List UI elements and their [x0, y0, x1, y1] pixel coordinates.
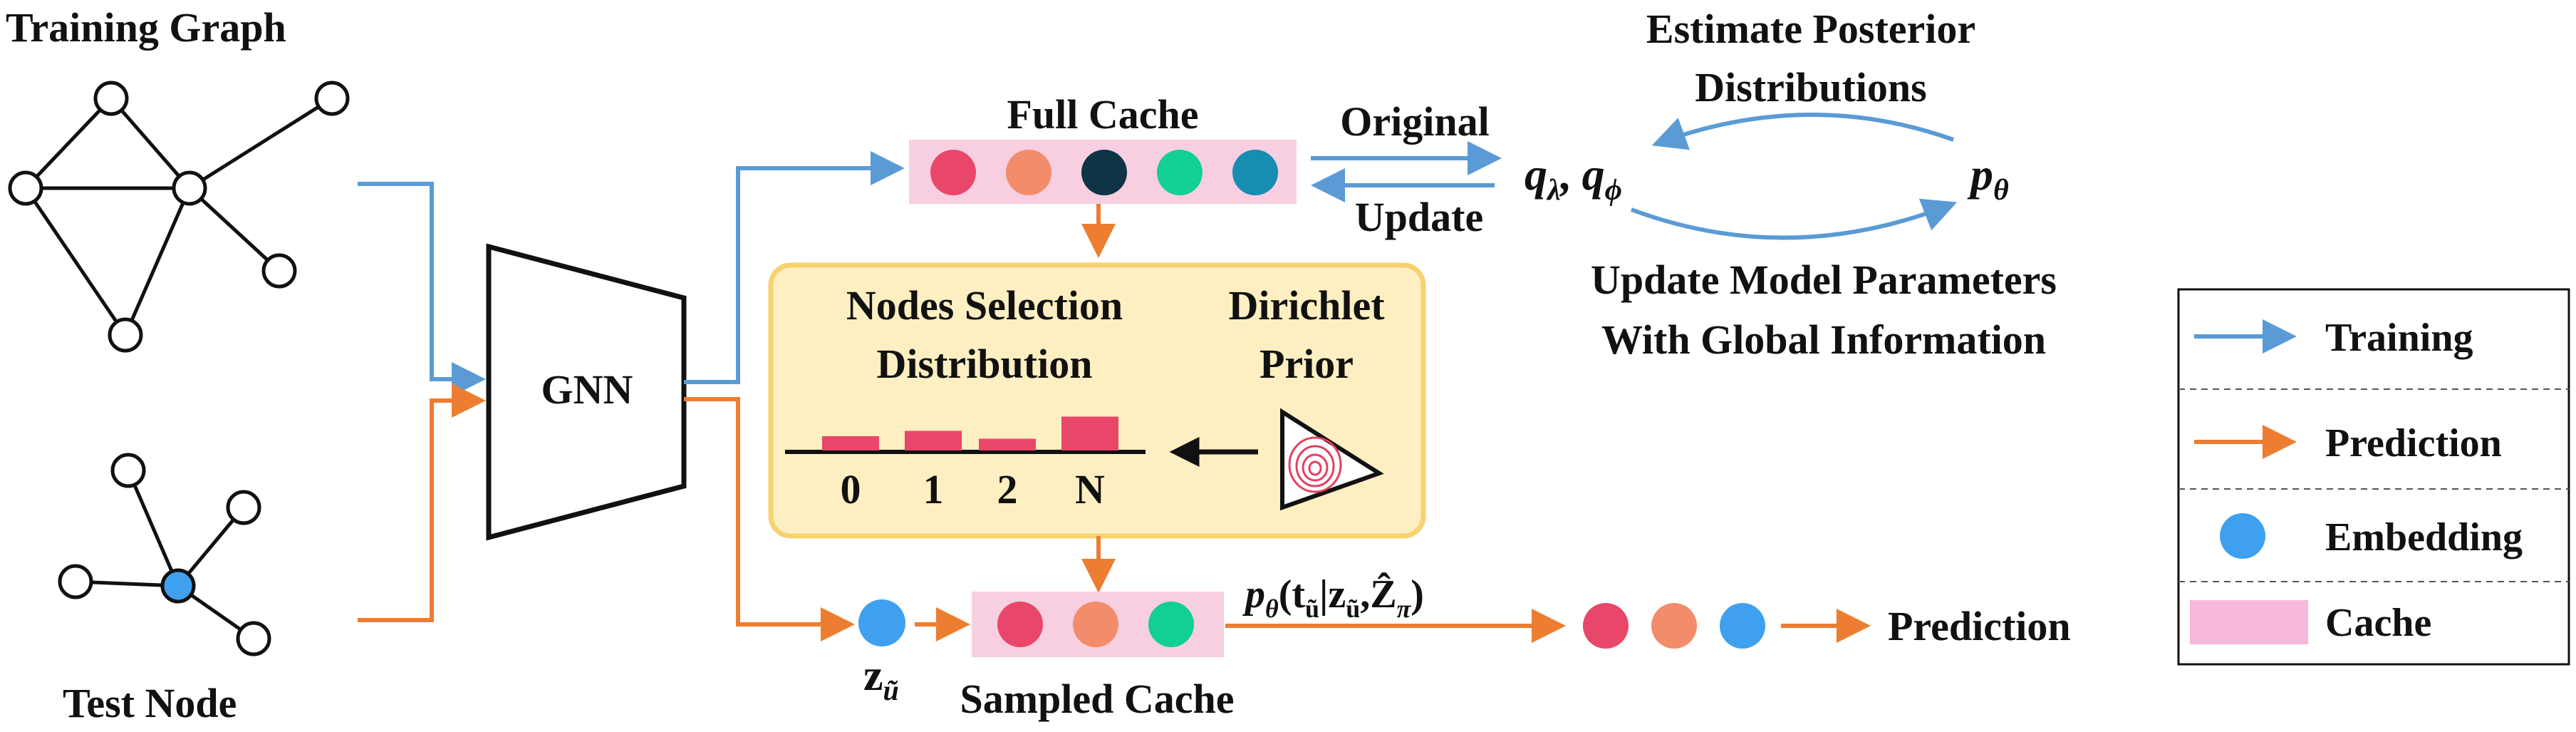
legend-training-label: Training: [2325, 316, 2473, 360]
selection-bars: [822, 416, 1118, 450]
selection-bar-0: [822, 436, 879, 450]
gnn-block: [486, 243, 687, 541]
graph-node: [236, 621, 271, 656]
training-input-arrow: [358, 182, 486, 396]
full-cache-dots: [930, 150, 1278, 195]
update-params-line2: With Global Information: [1601, 316, 2046, 363]
sampled-cache-dots: [997, 602, 1194, 647]
selection-bar-labels: 0 1 2 N: [841, 466, 1106, 512]
full-cache-embedding-dot-3: [1157, 150, 1203, 195]
prediction-input-arrow: [358, 383, 486, 622]
full-cache-embedding-dot-4: [1232, 150, 1278, 195]
estimate-title-line2: Distributions: [1695, 64, 1927, 110]
sampled-cache-embedding-dot-1: [1073, 602, 1118, 647]
full-cache-embedding-dot-0: [930, 150, 976, 195]
graph-node: [110, 453, 146, 488]
test-embedding-dot: [858, 599, 905, 646]
z-tilde-u-label: zũ: [863, 651, 899, 706]
selection-bar-label: 1: [923, 466, 944, 512]
graph-node: [226, 490, 261, 525]
p-theta: pθ: [1967, 149, 2009, 207]
graph-node: [93, 81, 129, 116]
output-embedding-dot-2: [1720, 603, 1765, 649]
selection-bar-label: 2: [997, 466, 1018, 512]
selection-bar-label: 0: [841, 466, 861, 512]
sampled-cache-embedding-dot-2: [1148, 602, 1194, 647]
graph-node: [314, 81, 350, 116]
full-cache-title: Full Cache: [1007, 91, 1198, 138]
training-graph-title: Training Graph: [6, 4, 286, 51]
test-graph: [58, 453, 271, 656]
legend-cache-label: Cache: [2325, 601, 2431, 645]
training-graph: [8, 81, 350, 353]
legend-embedding-dot-icon: [2220, 513, 2265, 559]
dirichlet-simplex-icon: [1280, 408, 1384, 511]
likelihood-formula: pθ(tũ|zũ,Ẑπ): [1242, 572, 1424, 623]
update-params-line1: Update Model Parameters: [1591, 257, 2057, 303]
output-embedding-dot-1: [1651, 603, 1697, 649]
q-lambda-q-phi: qλ,qϕ: [1525, 149, 1622, 207]
graph-node: [108, 317, 143, 353]
training-cache-arrow: [684, 151, 905, 384]
selection-bar-1: [905, 431, 962, 450]
prediction-embedding-arrow: [684, 397, 855, 641]
full-cache-embedding-dot-1: [1006, 150, 1051, 195]
estimate-curve-arrow: [1651, 112, 1955, 150]
original-label: Original: [1340, 98, 1489, 145]
update-label: Update: [1355, 194, 1483, 240]
legend-cache-box-icon: [2190, 600, 2308, 644]
test-node-highlighted: [160, 568, 196, 604]
output-dots: [1583, 603, 1765, 649]
selection-title-line1: Nodes Selection: [846, 282, 1123, 329]
output-embedding-dot-0: [1583, 603, 1629, 649]
full-cache-embedding-dot-2: [1081, 150, 1127, 195]
gnn-label: GNN: [541, 366, 633, 413]
graph-node: [8, 170, 43, 206]
selection-bar-2: [979, 438, 1036, 450]
selection-bar-N: [1061, 416, 1118, 450]
output-label: Prediction: [1888, 603, 2071, 649]
graph-node: [261, 253, 297, 289]
estimate-title-line1: Estimate Posterior: [1646, 6, 1975, 52]
test-node-title: Test Node: [63, 680, 237, 726]
selection-bar-label: N: [1075, 466, 1105, 512]
update-curve-arrow: [1630, 198, 1958, 240]
prior-title-line2: Prior: [1260, 341, 1354, 387]
sampled-cache-title: Sampled Cache: [960, 676, 1234, 722]
graph-node: [58, 564, 93, 599]
selection-title-line2: Distribution: [877, 341, 1093, 387]
legend-embedding-label: Embedding: [2325, 515, 2523, 560]
sampled-cache-embedding-dot-0: [997, 602, 1043, 647]
legend-prediction-label: Prediction: [2325, 421, 2502, 465]
graph-node: [172, 170, 207, 206]
prior-title-line1: Dirichlet: [1228, 282, 1385, 329]
